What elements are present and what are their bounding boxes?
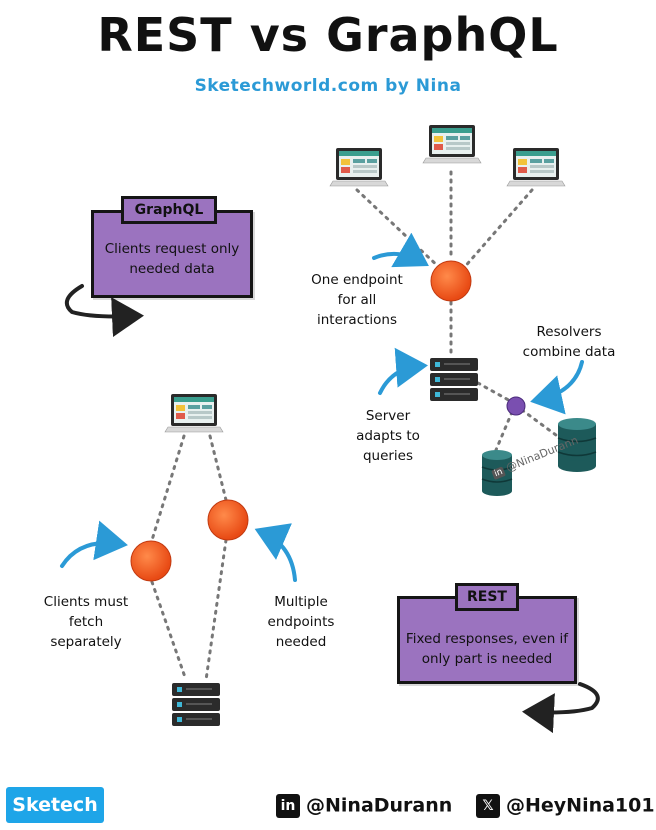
server-arrow — [378, 347, 428, 395]
linkedin-link[interactable]: in @NinaDurann — [276, 792, 452, 819]
x-icon: 𝕏 — [476, 793, 500, 818]
server-label: Server adapts to queries — [356, 408, 420, 464]
brand-logo: Sketech — [6, 787, 104, 823]
laptop-icon — [164, 393, 224, 433]
endpoint-label: One endpoint for all interactions — [311, 272, 403, 328]
database-icon — [557, 418, 597, 472]
resolver-label: Resolvers combine data — [522, 324, 616, 360]
rest-endpoint-node — [207, 499, 249, 541]
graphql-card-tag: GraphQL — [121, 196, 217, 224]
server-icon — [430, 358, 478, 401]
rest-card-description: Fixed responses, even if only part is ne… — [405, 631, 569, 667]
endpoints-label: Multiple endpoints needed — [267, 594, 335, 650]
rest-connections — [150, 434, 228, 682]
linkedin-handle: @NinaDurann — [306, 794, 453, 817]
laptop-icon — [422, 124, 482, 164]
rest-card-arrow — [522, 682, 600, 734]
x-handle: @HeyNina101 — [506, 794, 655, 817]
graphql-card-description: Clients request only needed data — [104, 241, 240, 277]
resolver-arrow — [530, 360, 584, 415]
rest-endpoint-node — [130, 540, 172, 582]
laptop-icon — [506, 147, 566, 187]
graphql-card: Clients request only needed data — [91, 210, 253, 298]
rest-card-tag: REST — [455, 583, 519, 611]
clients-arrow — [60, 520, 128, 568]
linkedin-icon: in — [276, 793, 300, 818]
diagram-canvas — [60, 124, 600, 734]
page-title: REST vs GraphQL — [97, 8, 559, 62]
page-subtitle: Sketechworld.com by Nina — [194, 76, 462, 96]
x-link[interactable]: 𝕏 @HeyNina101 — [476, 792, 655, 819]
endpoint-arrow — [372, 232, 429, 268]
laptop-icon — [329, 147, 389, 187]
endpoints-arrow — [254, 523, 297, 582]
resolver-node — [506, 396, 526, 416]
graphql-endpoint-node — [430, 260, 472, 302]
graphql-card-arrow — [64, 284, 144, 338]
clients-label: Clients must fetch separately — [43, 594, 129, 650]
server-icon — [172, 683, 220, 726]
